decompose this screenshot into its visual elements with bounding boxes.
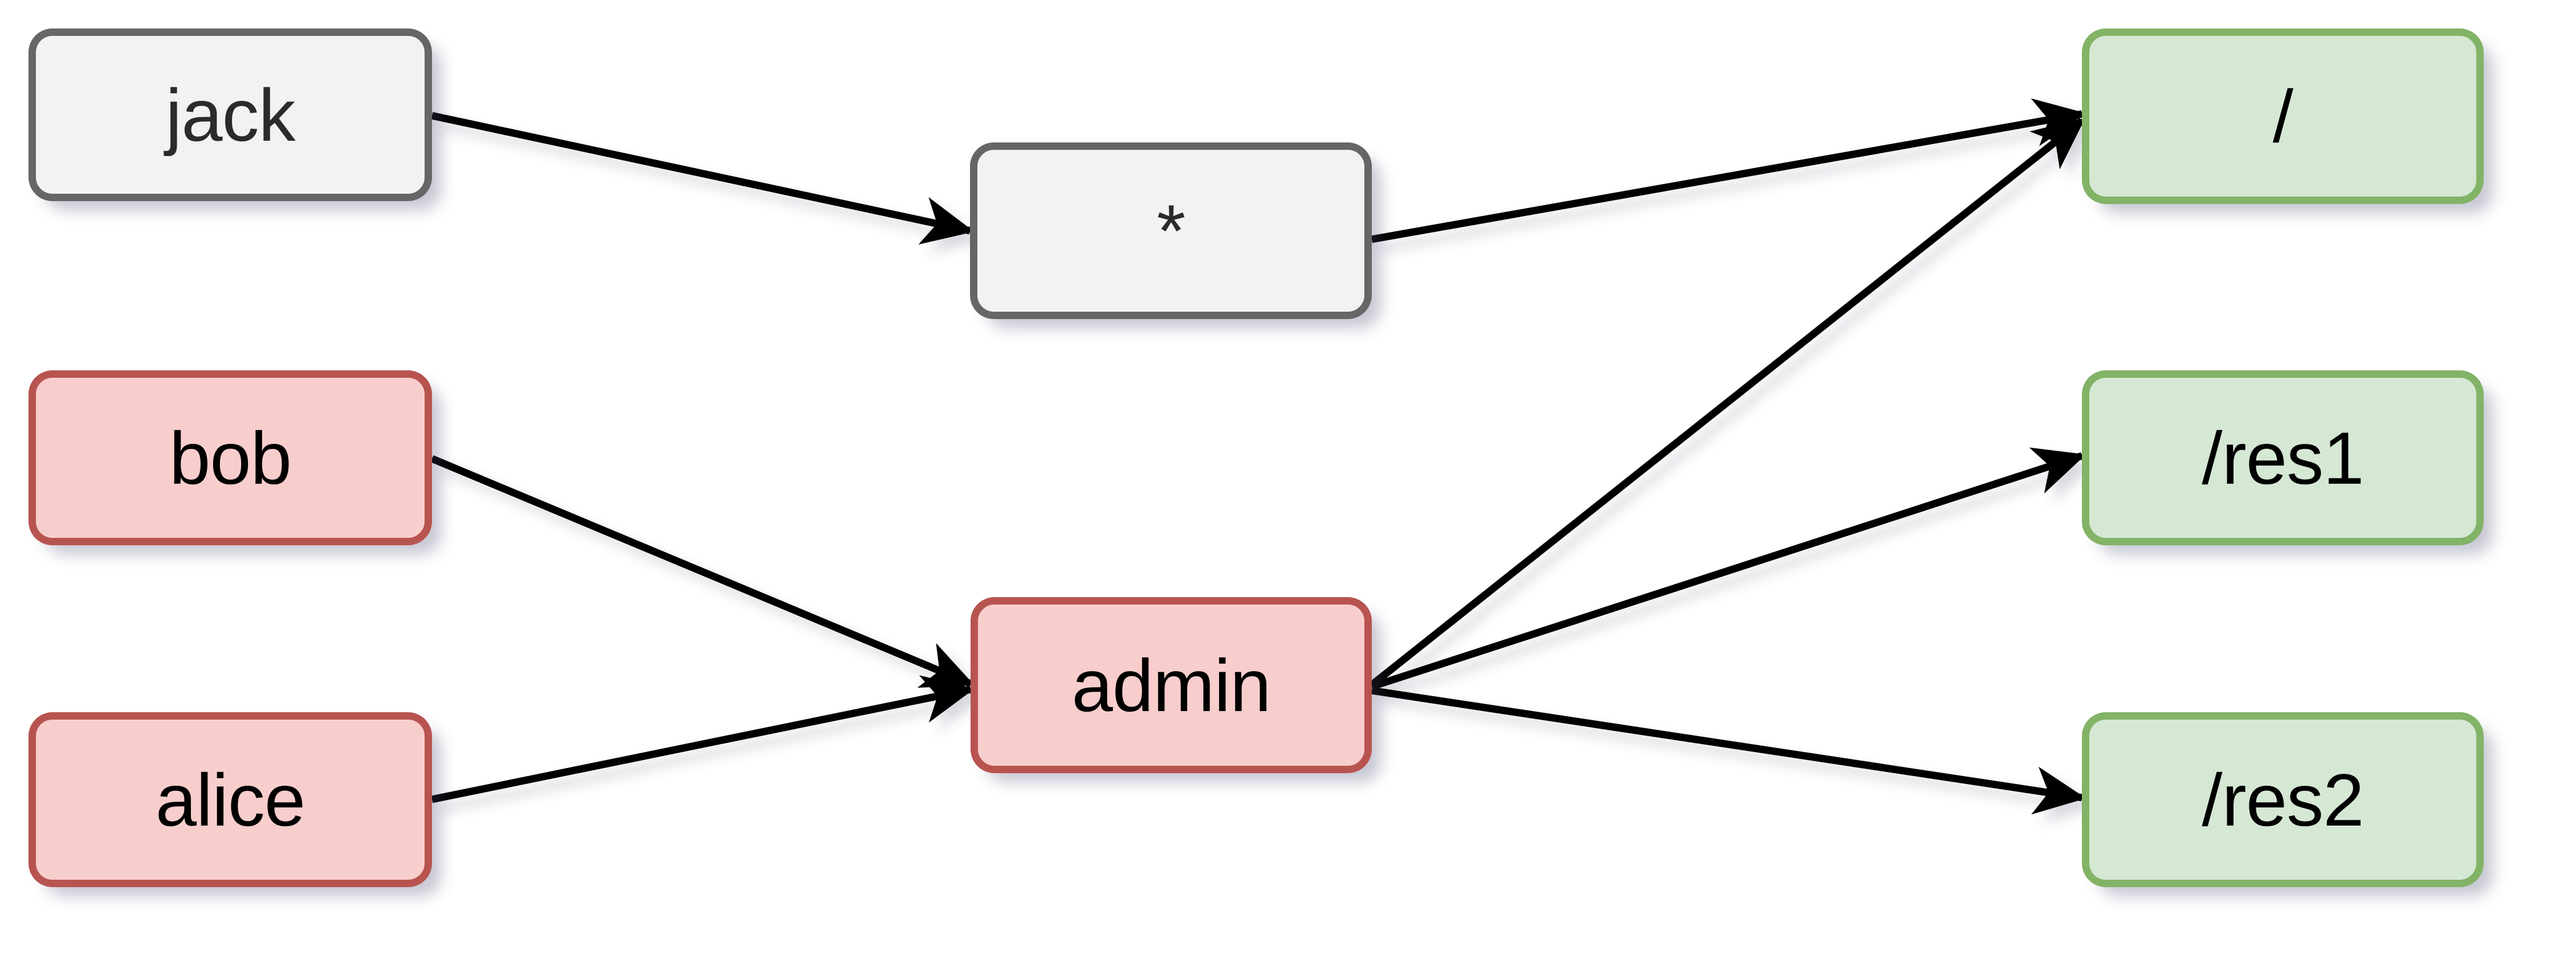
node-res2[interactable]: /res2	[2082, 712, 2484, 887]
node-label: /res1	[2202, 416, 2364, 500]
node-bob[interactable]: bob	[28, 370, 432, 545]
edge-admin-to-res2	[1371, 687, 2086, 815]
node-label: alice	[155, 758, 305, 842]
node-label: *	[1156, 189, 1186, 272]
edge-alice-to-admin	[431, 675, 975, 803]
node-label: jack	[165, 73, 295, 157]
node-label: /	[2272, 75, 2293, 158]
node-res1[interactable]: /res1	[2082, 370, 2484, 545]
node-jack[interactable]: jack	[28, 28, 432, 201]
node-admin[interactable]: admin	[971, 597, 1372, 773]
node-wildcard[interactable]: *	[970, 142, 1372, 319]
node-label: admin	[1071, 643, 1271, 727]
node-label: /res2	[2202, 758, 2364, 842]
node-label: bob	[169, 416, 292, 500]
edge-star-to-root	[1371, 98, 2086, 243]
edge-admin-to-root	[1369, 117, 2085, 688]
node-alice[interactable]: alice	[28, 712, 432, 887]
edge-jack-to-star	[431, 112, 975, 245]
edge-admin-to-res1	[1370, 447, 2086, 691]
edge-bob-to-admin	[430, 455, 975, 688]
node-root-resource[interactable]: /	[2082, 28, 2484, 204]
